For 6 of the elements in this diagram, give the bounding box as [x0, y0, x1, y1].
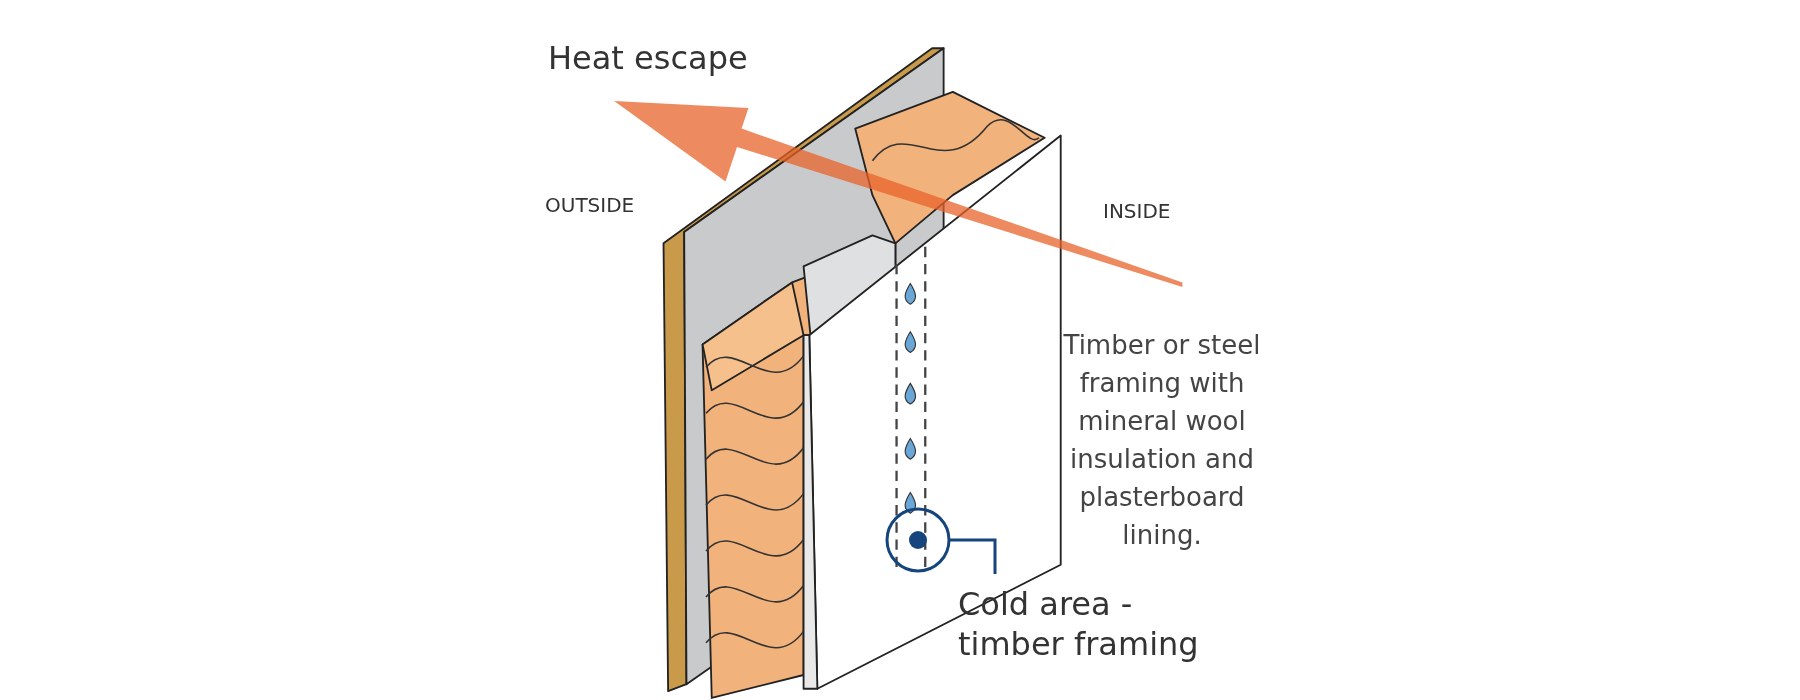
description-text: Timber or steel framing with mineral wool insulation and plasterboard lining. [1062, 329, 1262, 552]
leader-line [949, 538, 997, 574]
side-label: INSIDE [1103, 198, 1172, 224]
highlight-circle [885, 507, 951, 573]
heading-text: Heat escape [548, 38, 749, 78]
side-label: OUTSIDE [545, 192, 636, 218]
